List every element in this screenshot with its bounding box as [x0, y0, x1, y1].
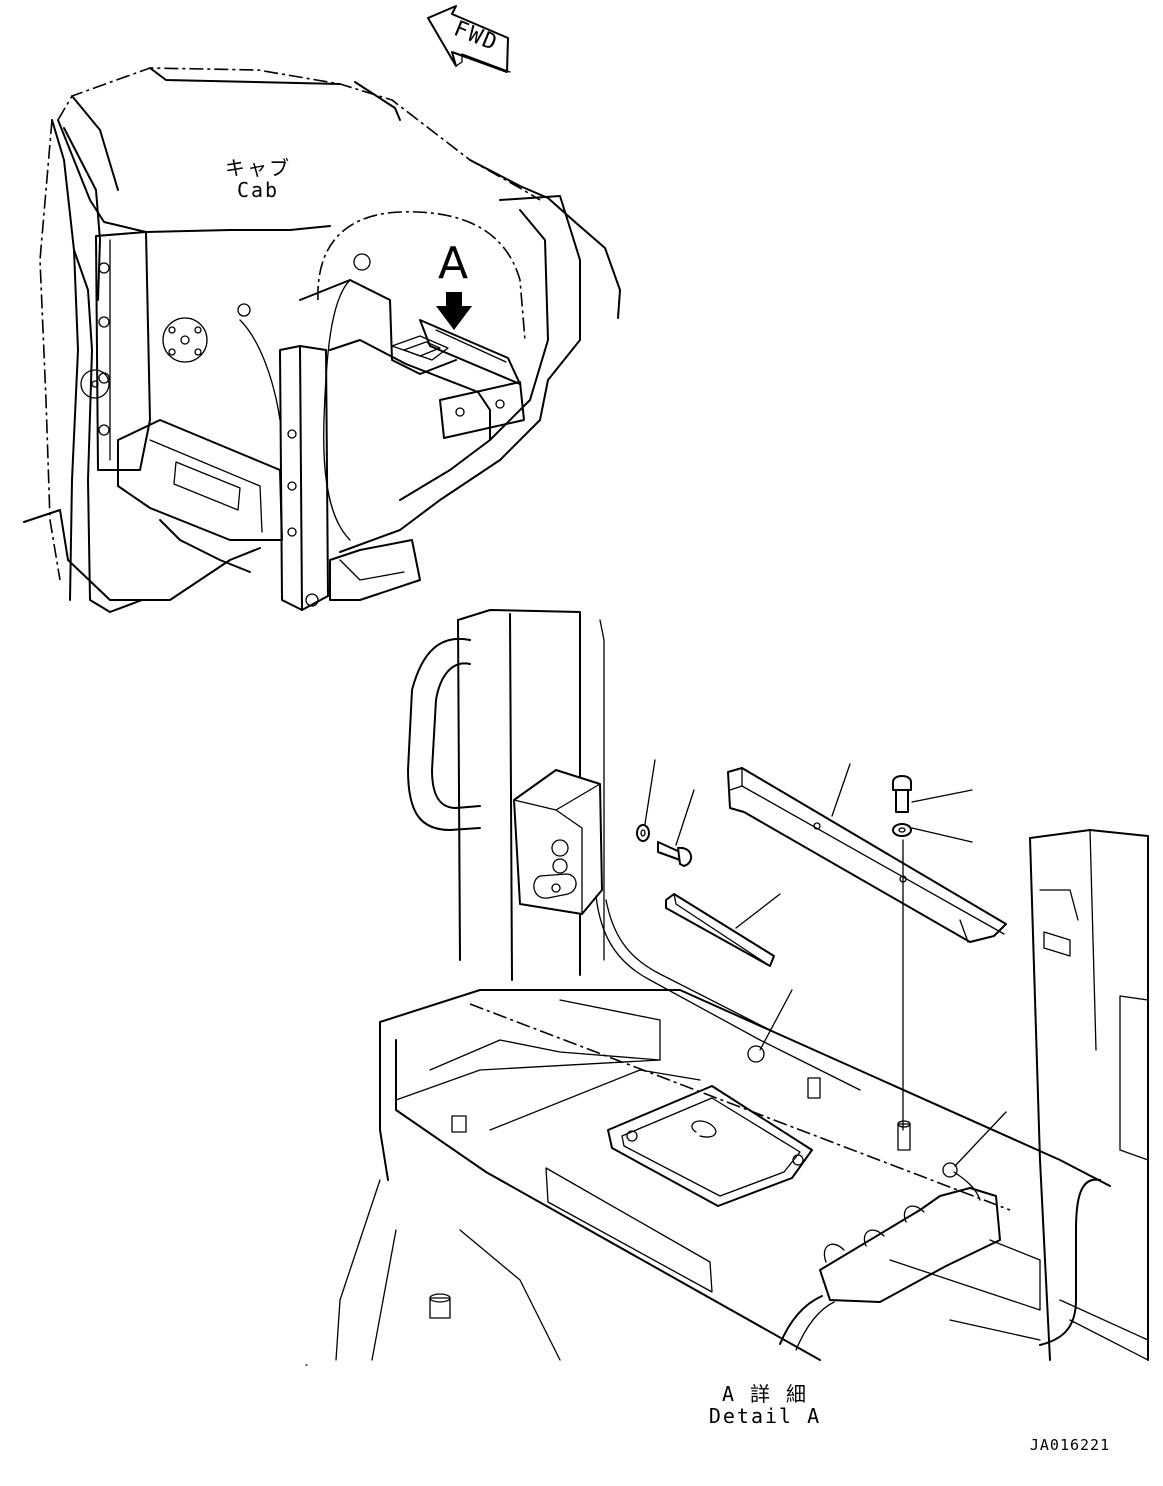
view-a-marker: A [437, 238, 469, 289]
detail-label-jp: A 詳 細 [721, 1382, 809, 1406]
cover-plate-part [727, 767, 1007, 943]
strip-part [665, 893, 775, 967]
detail-a-view [305, 609, 1149, 1366]
view-direction-arrow-icon [436, 292, 472, 330]
cab-assembly-view [23, 67, 621, 613]
vertical-bolt-part [892, 775, 912, 813]
parts-set [636, 767, 1007, 1131]
washer-part [636, 824, 650, 842]
fwd-arrow-icon [427, 5, 511, 73]
vertical-washer-part [892, 823, 912, 837]
detail-label-en: Detail A [708, 1404, 822, 1428]
drawing-id: JA016221 [1029, 1436, 1111, 1454]
callout-leaders [644, 759, 1007, 1167]
bolt-part [657, 841, 693, 867]
cab-label-jp: キャブ [225, 156, 291, 180]
cab-label-en: Cab [236, 178, 280, 202]
